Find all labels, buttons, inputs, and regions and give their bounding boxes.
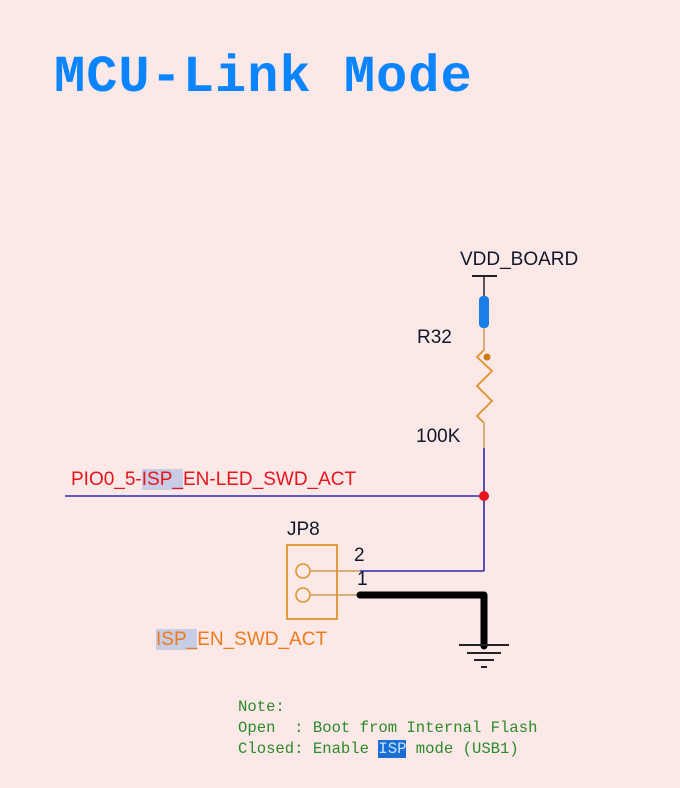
jumper-pin2-label: 2 <box>354 545 365 566</box>
jumper-pin2 <box>295 563 311 579</box>
jumper-net-label: ISP_EN_SWD_ACT <box>156 629 327 651</box>
page-title: MCU-Link Mode <box>54 48 473 107</box>
note-closed-suffix: mode (USB1) <box>406 740 519 758</box>
jumper-pin1 <box>295 587 311 603</box>
note-open-line: Open : Boot from Internal Flash <box>238 719 538 737</box>
wire-ground <box>356 591 488 650</box>
net-label-highlight: ISP_ <box>141 469 183 490</box>
resistor-ref-label: R32 <box>417 327 452 348</box>
resistor-r32 <box>475 349 494 424</box>
power-pin-marker <box>479 296 489 328</box>
resistor-value-label: 100K <box>416 426 461 447</box>
jumper-ref-label: JP8 <box>287 519 320 540</box>
power-net-label: VDD_BOARD <box>460 249 579 270</box>
net-label-pio0-5: PIO0_5-ISP_EN-LED_SWD_ACT <box>71 469 356 491</box>
note-closed-line: Closed: Enable ISP mode (USB1) <box>238 739 537 760</box>
net-label-prefix: PIO0_5- <box>71 469 142 490</box>
note-closed-highlight: ISP <box>378 740 407 758</box>
jumper-net-highlight: ISP_ <box>156 629 198 650</box>
junction-dot <box>479 491 489 501</box>
note-closed-prefix: Closed: Enable <box>238 740 379 758</box>
jumper-pin1-label: 1 <box>357 569 368 590</box>
net-label-suffix: EN-LED_SWD_ACT <box>182 469 357 490</box>
note-heading: Note: <box>238 698 285 716</box>
resistor-pin1-dot <box>483 353 491 361</box>
jumper-jp8-body <box>286 544 338 620</box>
jumper-net-suffix: EN_SWD_ACT <box>197 629 328 650</box>
